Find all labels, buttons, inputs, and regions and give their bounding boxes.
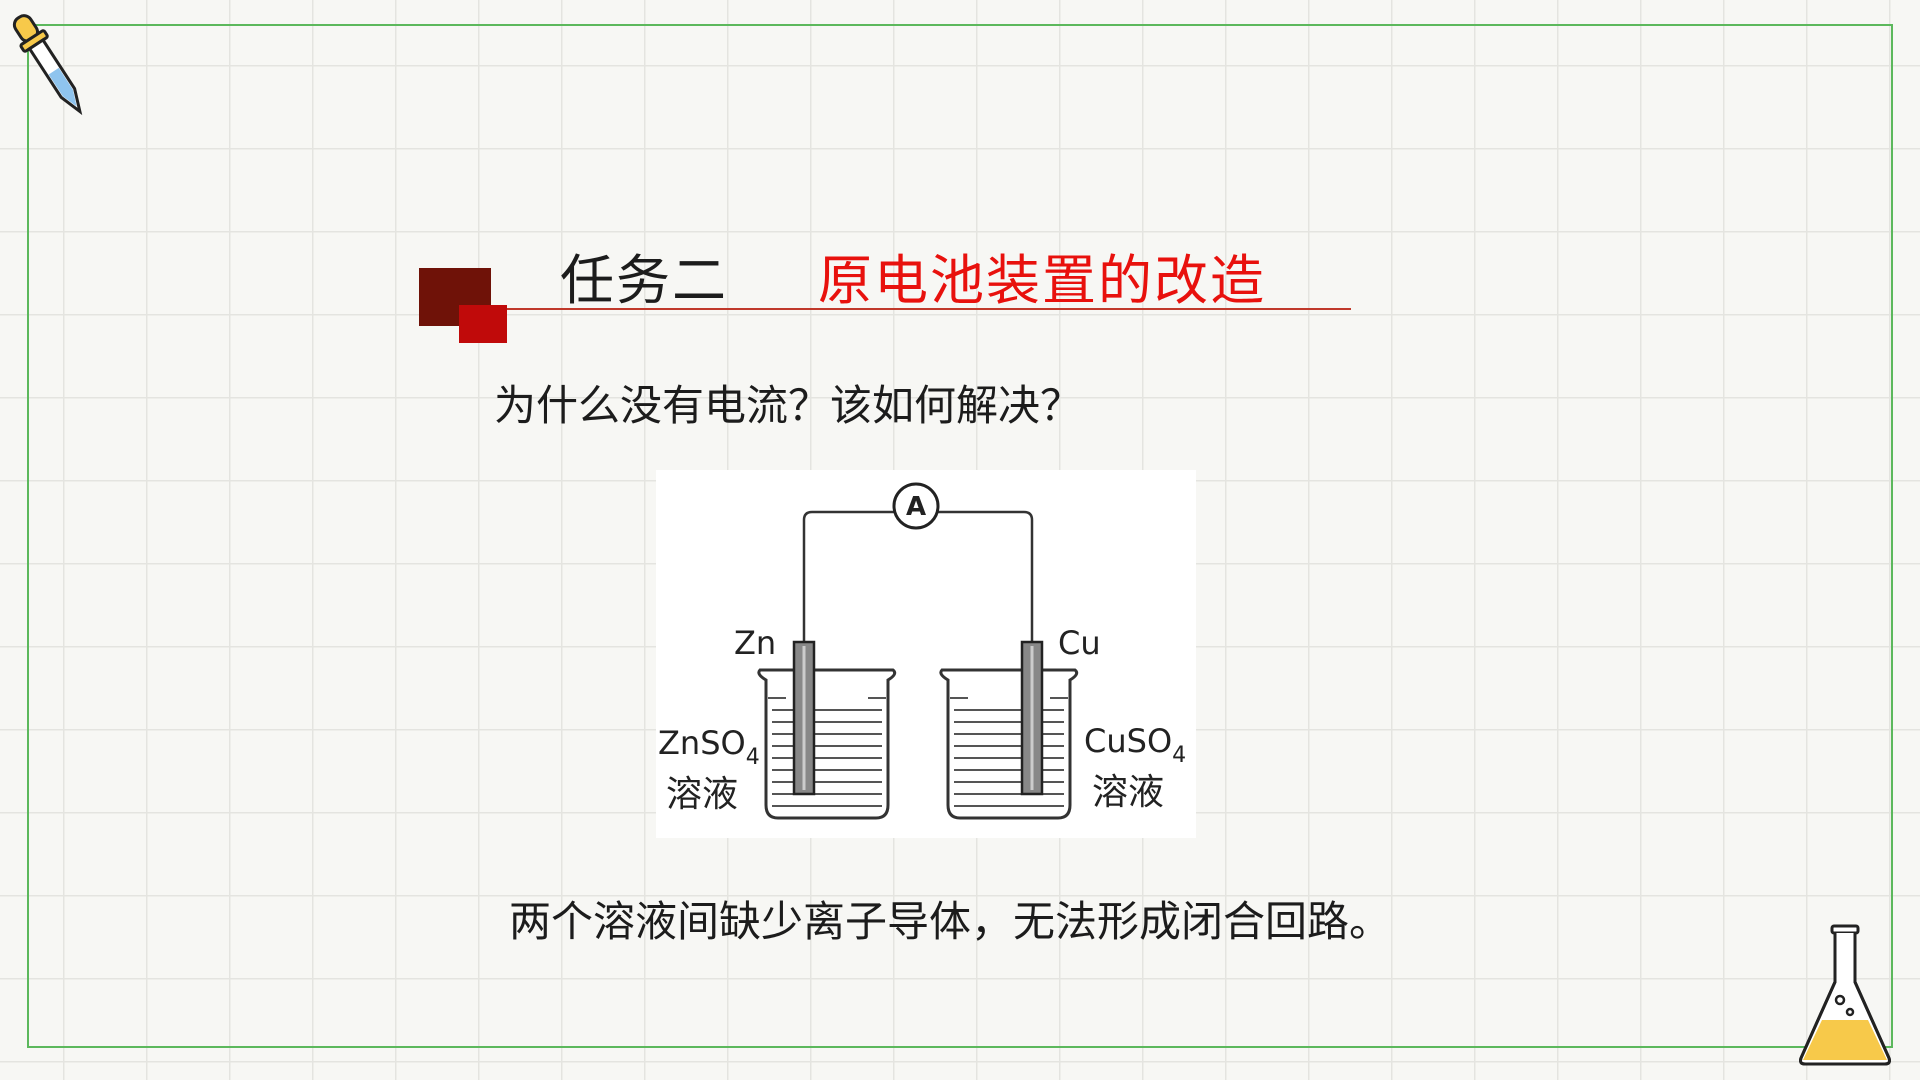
ammeter	[892, 482, 940, 530]
wire-left	[802, 510, 896, 642]
right-solution	[954, 709, 1064, 807]
right-solution-formula: CuSO4	[1084, 722, 1186, 768]
diagram-background	[656, 470, 1196, 838]
left-solution	[772, 709, 882, 807]
dropper-icon	[12, 14, 83, 116]
title-decoration-red	[459, 305, 507, 343]
zinc-label: Zn	[734, 624, 776, 662]
left-solution-formula: ZnSO4	[658, 724, 760, 770]
right-beaker	[939, 668, 1079, 820]
galvanic-cell-diagram: A Zn Cu ZnSO4 溶液 CuSO4 溶液	[656, 470, 1196, 838]
ammeter-label: A	[906, 492, 926, 522]
right-solution-label: 溶液	[1092, 772, 1164, 813]
left-beaker	[757, 668, 897, 820]
wire-right	[936, 510, 1034, 642]
question-text: 为什么没有电流？该如何解决？	[494, 381, 1083, 430]
task-title: 任务二	[560, 249, 728, 312]
slide-frame	[27, 24, 1893, 1048]
flask-icon	[1799, 924, 1891, 1066]
topic-title: 原电池装置的改造	[818, 249, 1266, 312]
copper-label: Cu	[1058, 624, 1101, 662]
answer-text: 两个溶液间缺少离子导体，无法形成闭合回路。	[509, 897, 1392, 946]
title-underline	[507, 308, 1351, 310]
left-solution-label: 溶液	[666, 774, 738, 815]
